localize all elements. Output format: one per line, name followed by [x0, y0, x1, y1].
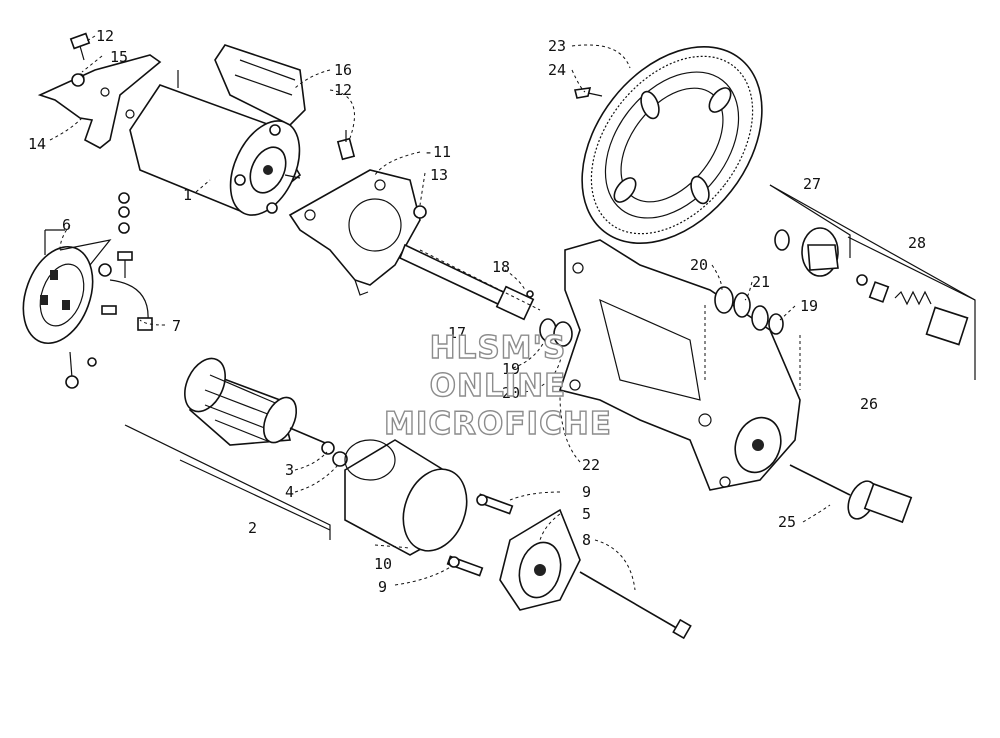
mount-plate-part-11 — [288, 169, 421, 296]
brush-spring-icon — [65, 351, 97, 389]
yoke-part-10 — [344, 439, 468, 556]
brush-holder-part-6 — [22, 245, 133, 345]
callout-17: 17 — [448, 324, 466, 342]
callout-9-upper: 9 — [582, 483, 591, 501]
callout-12-top: 12 — [96, 27, 114, 45]
grouping-brackets — [44, 184, 976, 540]
bracket-housing-part-22 — [558, 239, 801, 491]
callout-5: 5 — [582, 505, 591, 523]
callout-6: 6 — [62, 216, 71, 234]
washer-part-21-b — [751, 305, 769, 331]
clutch-assembly-part-28 — [856, 274, 969, 346]
nut-stack-icon-2 — [118, 206, 130, 218]
leader-lines — [49, 35, 831, 591]
callout-19-left: 19 — [502, 360, 520, 378]
washer-part-21-a — [733, 292, 751, 318]
heat-shield-part-16 — [214, 44, 306, 126]
lead-wire-part-7 — [101, 279, 153, 331]
callout-26: 26 — [860, 395, 878, 413]
callout-9-lower: 9 — [378, 578, 387, 596]
callout-21: 21 — [752, 273, 770, 291]
screw-part-24 — [574, 87, 603, 99]
nut-stack-icon-3 — [118, 222, 130, 234]
nut-stack-icon — [118, 192, 130, 204]
callout-20-left: 20 — [502, 384, 520, 402]
callout-7: 7 — [172, 317, 181, 335]
through-bolt-part-8 — [579, 571, 692, 640]
callout-14: 14 — [28, 135, 46, 153]
callout-labels: 12 15 16 12 14 -11 13 1 6 7 17 18 19 20 … — [28, 27, 926, 596]
callout-19-right: 19 — [800, 297, 818, 315]
callout-20-right: 20 — [690, 256, 708, 274]
callout-15: 15 — [110, 48, 128, 66]
callout-27: 27 — [803, 175, 821, 193]
drive-end-cover-part-5 — [499, 508, 581, 611]
bolt-part-12 — [69, 32, 91, 61]
callout-28: 28 — [908, 234, 926, 252]
watermark-line-1: HLSM'S — [430, 330, 567, 366]
watermark-line-2: ONLINE — [430, 368, 567, 404]
washer-part-19-right — [768, 313, 784, 335]
screw-part-9-upper — [476, 493, 514, 515]
nut-part-13 — [413, 205, 427, 219]
callout-25: 25 — [778, 513, 796, 531]
watermark: HLSM'S ONLINE MICROFICHE — [383, 329, 612, 442]
callout-22: 22 — [582, 456, 600, 474]
ring-gear-part-23 — [581, 45, 763, 245]
washer-part-4 — [332, 451, 348, 467]
callout-3: 3 — [285, 461, 294, 479]
watermark-line-3: MICROFICHE — [384, 406, 612, 442]
callout-13: 13 — [430, 166, 448, 184]
drive-shaft-part-25 — [789, 464, 913, 524]
callout-10: 10 — [374, 555, 392, 573]
washer-part-20-right — [714, 286, 734, 314]
callout-16: 16 — [334, 61, 352, 79]
callout-11: -11 — [424, 143, 451, 161]
starter-motor-housing-part-1 — [129, 70, 302, 216]
callout-8: 8 — [582, 531, 591, 549]
bolt-part-12-second — [336, 130, 356, 161]
callout-2: 2 — [248, 519, 257, 537]
pinion-part-27 — [774, 227, 839, 277]
washer-part-20-left — [553, 321, 573, 347]
armature-part-2 — [184, 357, 331, 446]
shaft-part-17 — [398, 243, 541, 321]
callout-18: 18 — [492, 258, 510, 276]
callout-24: 24 — [548, 61, 566, 79]
screw-part-9-lower — [446, 555, 484, 577]
callout-1: 1 — [183, 186, 192, 204]
nut-part-15 — [71, 73, 85, 87]
callout-12-second: 12 — [334, 81, 352, 99]
callout-4: 4 — [285, 483, 294, 501]
washer-part-3 — [321, 441, 335, 455]
callout-23: 23 — [548, 37, 566, 55]
pin-part-18 — [526, 290, 534, 298]
